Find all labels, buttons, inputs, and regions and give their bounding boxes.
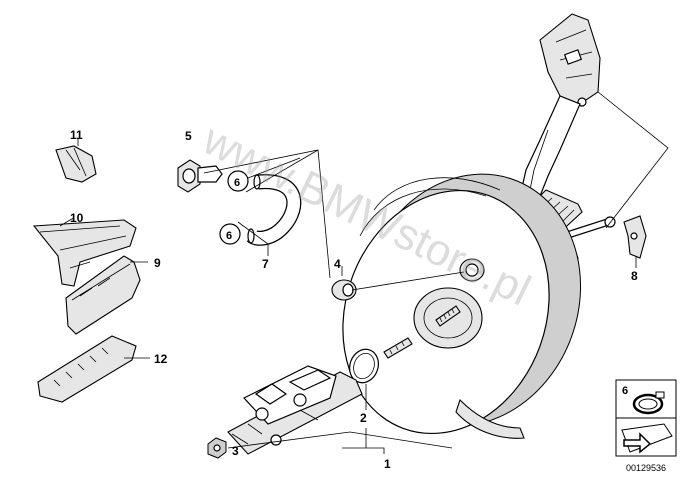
hose-clamp-lower bbox=[219, 223, 241, 245]
callout-1: 1 bbox=[384, 457, 391, 471]
legend-box: 6 bbox=[615, 379, 677, 457]
o-ring bbox=[349, 348, 379, 384]
callout-10: 10 bbox=[70, 211, 84, 225]
holder-12 bbox=[37, 335, 137, 403]
callout-6-lower: 6 bbox=[226, 230, 232, 242]
arrow-icon bbox=[621, 423, 673, 454]
callout-11: 11 bbox=[70, 128, 83, 142]
callout-12: 12 bbox=[154, 352, 168, 366]
banjo-bolt bbox=[177, 159, 223, 193]
callout-3: 3 bbox=[232, 444, 239, 458]
callout-9: 9 bbox=[154, 256, 161, 270]
master-cylinder bbox=[207, 365, 363, 459]
callout-5: 5 bbox=[185, 129, 192, 143]
callout-2: 2 bbox=[360, 411, 367, 425]
callout-8: 8 bbox=[631, 269, 638, 283]
brake-booster bbox=[342, 173, 582, 439]
legend-clamp-number: 6 bbox=[622, 385, 628, 397]
callout-4: 4 bbox=[334, 257, 341, 271]
hose-clamp-upper bbox=[227, 170, 249, 192]
clip-11 bbox=[55, 145, 97, 183]
callout-7: 7 bbox=[262, 257, 269, 271]
check-valve-grommet bbox=[331, 279, 357, 301]
callout-6-upper: 6 bbox=[234, 177, 240, 189]
document-number: 00129536 bbox=[626, 463, 666, 473]
bracket-10 bbox=[32, 219, 137, 287]
cover-9 bbox=[65, 255, 141, 335]
leader-lines bbox=[59, 91, 669, 454]
hose-clamp-icon bbox=[632, 391, 665, 415]
